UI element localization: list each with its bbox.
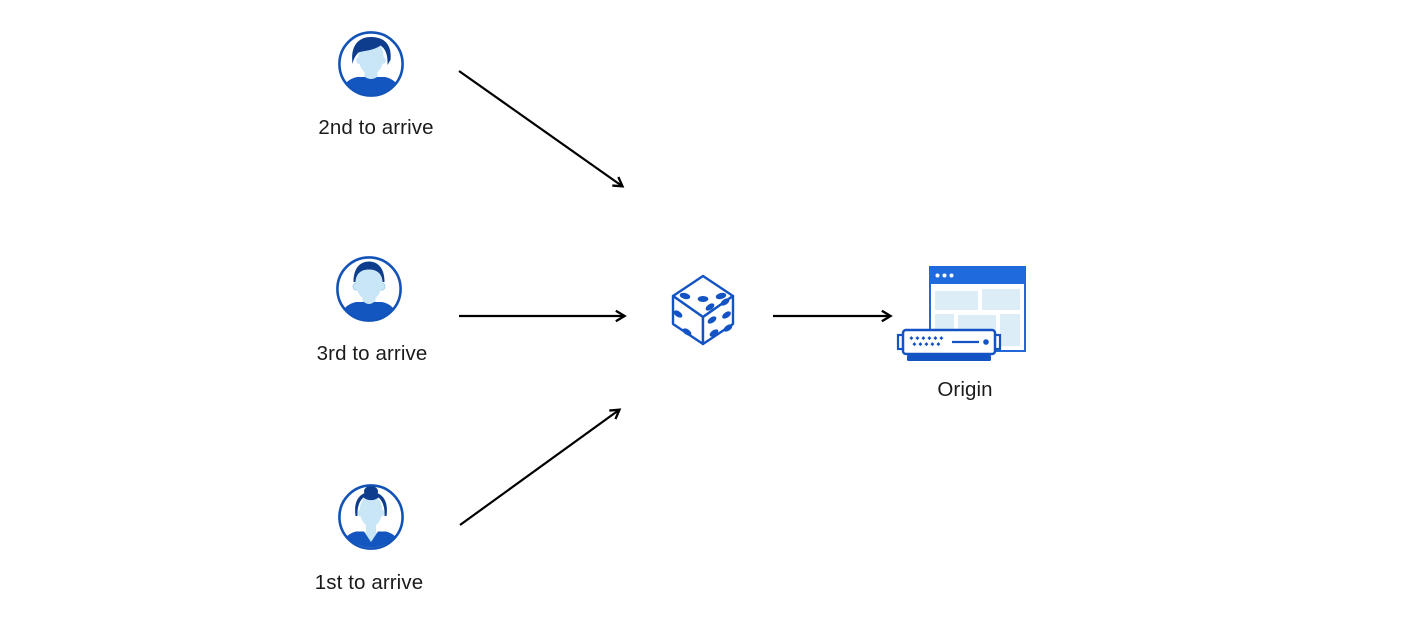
node-visitor-third <box>334 254 404 324</box>
edge-second-to-dice <box>458 70 625 188</box>
origin-server-icon <box>896 266 1026 361</box>
dice-icon <box>671 274 735 346</box>
avatar-male-short-hair-icon <box>336 256 402 322</box>
node-label-visitor-second: 2nd to arrive <box>318 116 434 139</box>
avatar-male-swept-hair-icon <box>338 31 404 97</box>
node-visitor-first <box>336 482 406 552</box>
node-label-origin: Origin <box>937 378 993 401</box>
node-label-visitor-first: 1st to arrive <box>314 571 424 594</box>
edge-first-to-dice <box>459 408 622 526</box>
node-label-visitor-third: 3rd to arrive <box>316 342 428 365</box>
node-origin <box>895 256 1035 366</box>
node-randomizer <box>668 270 738 346</box>
node-visitor-second <box>336 29 406 99</box>
avatar-female-bun-icon <box>338 484 404 550</box>
